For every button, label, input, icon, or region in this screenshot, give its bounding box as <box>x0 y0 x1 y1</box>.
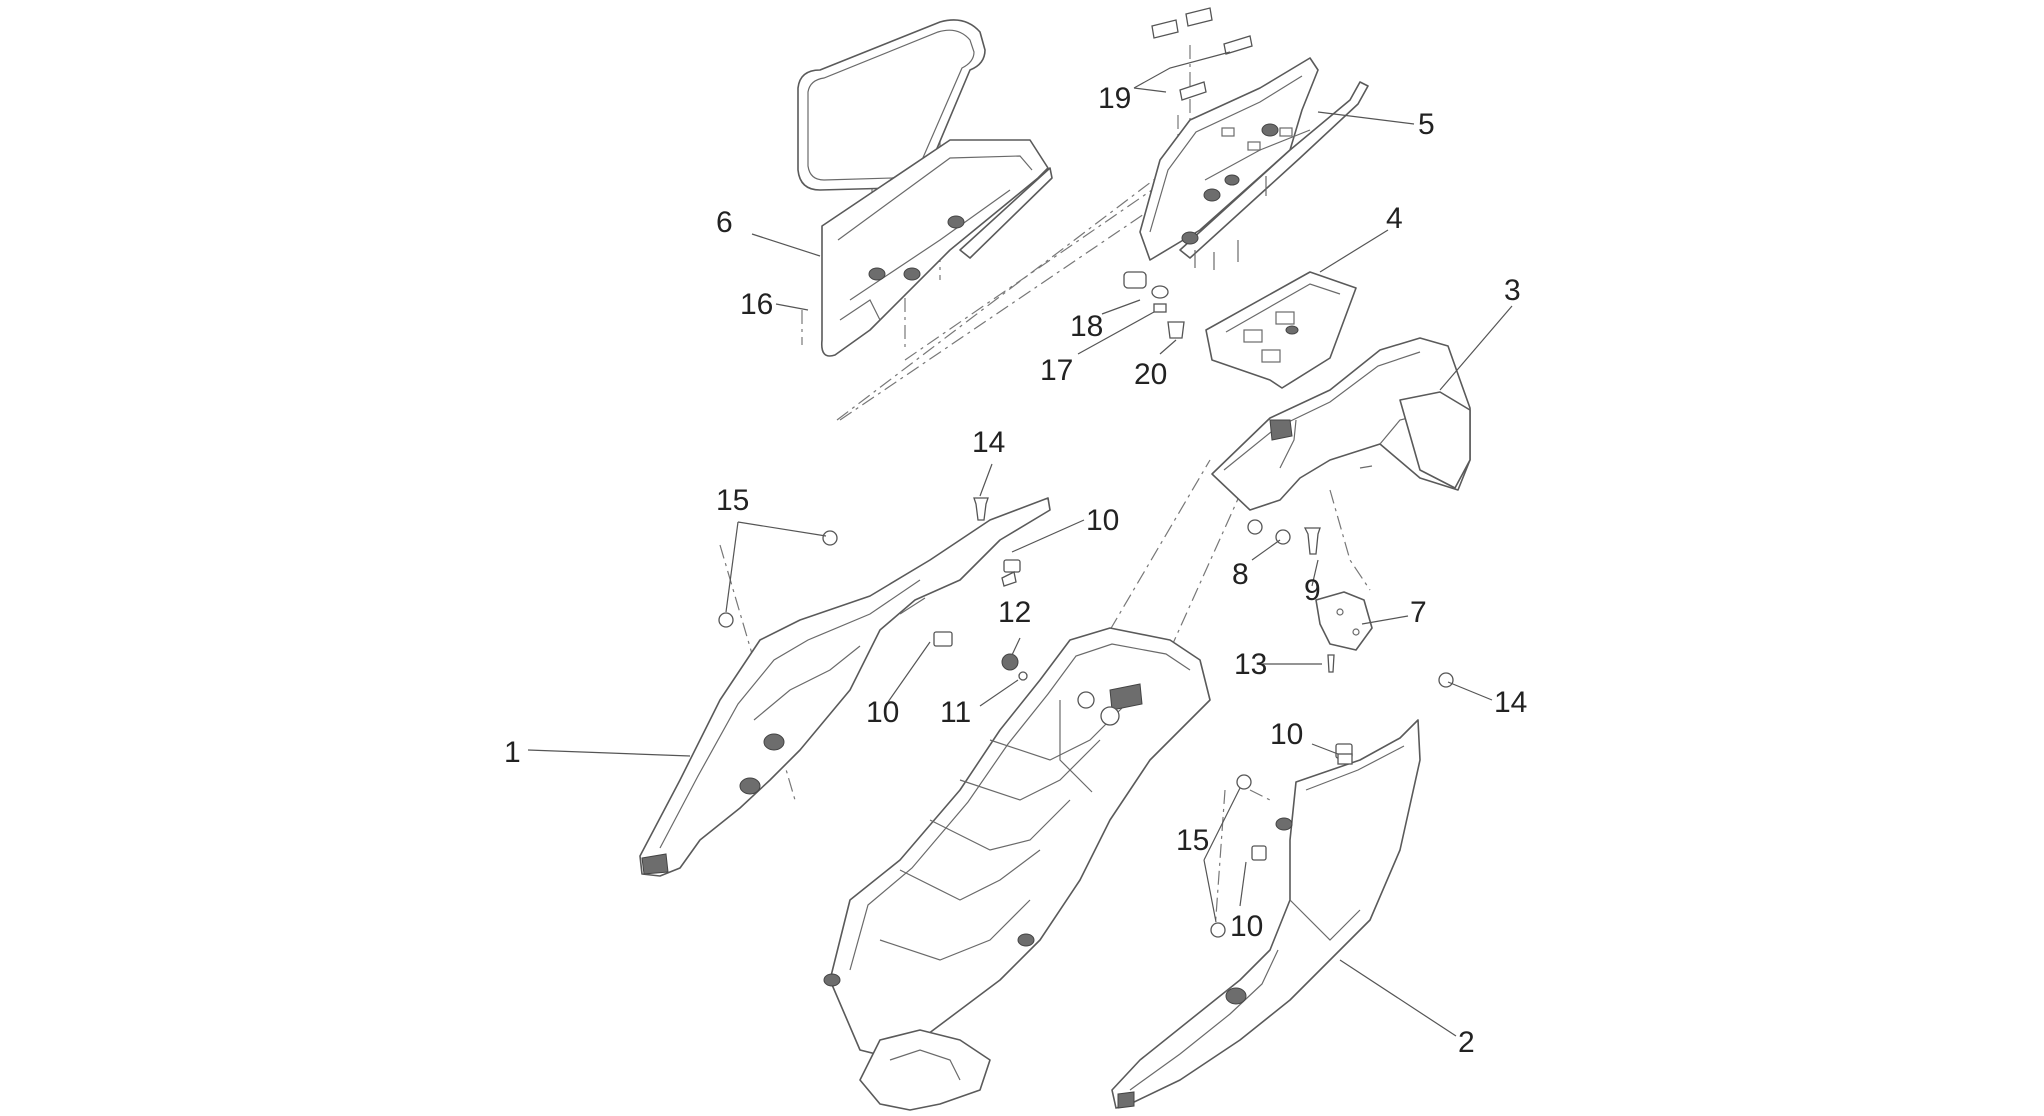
central-undertray <box>823 627 1211 1111</box>
callout-1: 1 <box>504 736 521 769</box>
part-7-bracket <box>1315 591 1373 673</box>
callout-10-c: 10 <box>1270 718 1303 751</box>
callout-3: 3 <box>1504 274 1521 307</box>
part-6-seat-cover <box>797 19 1053 357</box>
callout-20: 20 <box>1134 358 1167 391</box>
callout-10-a: 10 <box>1086 504 1119 537</box>
callout-labels: 1 2 3 4 5 6 7 8 9 10 10 10 10 11 12 13 1… <box>504 82 1527 1059</box>
callout-11: 11 <box>940 696 971 729</box>
callout-19: 19 <box>1098 82 1131 115</box>
callout-10-d: 10 <box>1230 910 1263 943</box>
parts-17-18-20-fasteners <box>1123 271 1185 339</box>
part-3-rear-fender <box>1211 337 1471 511</box>
callout-8: 8 <box>1232 558 1249 591</box>
callout-17: 17 <box>1040 354 1073 387</box>
callout-5: 5 <box>1418 108 1435 141</box>
parts-8-9-fasteners <box>1247 519 1321 555</box>
callout-12: 12 <box>998 596 1031 629</box>
callout-13: 13 <box>1234 648 1267 681</box>
part-19-stickers <box>1151 7 1253 101</box>
part-1-left-fairing <box>639 497 1051 877</box>
callout-18: 18 <box>1070 310 1103 343</box>
leader-lines <box>527 51 1513 1037</box>
callout-15-b: 15 <box>1176 824 1209 857</box>
part-2-right-fairing <box>1111 719 1421 1109</box>
callout-14-a: 14 <box>972 426 1005 459</box>
parts-11-12-fasteners <box>1001 653 1028 681</box>
parts-14-15-fasteners-right <box>1210 672 1454 938</box>
callout-10-b: 10 <box>866 696 899 729</box>
callout-2: 2 <box>1458 1026 1475 1059</box>
callout-7: 7 <box>1410 596 1427 629</box>
callout-6: 6 <box>716 206 733 239</box>
callout-9: 9 <box>1304 574 1321 607</box>
callout-4: 4 <box>1386 202 1403 235</box>
callout-16: 16 <box>740 288 773 321</box>
part-5-seat-bracket <box>1139 57 1369 270</box>
callout-15-a: 15 <box>716 484 749 517</box>
callout-14-b: 14 <box>1494 686 1527 719</box>
part-4-plate <box>1205 271 1357 389</box>
parts-14-15-fasteners-left <box>718 497 1017 628</box>
